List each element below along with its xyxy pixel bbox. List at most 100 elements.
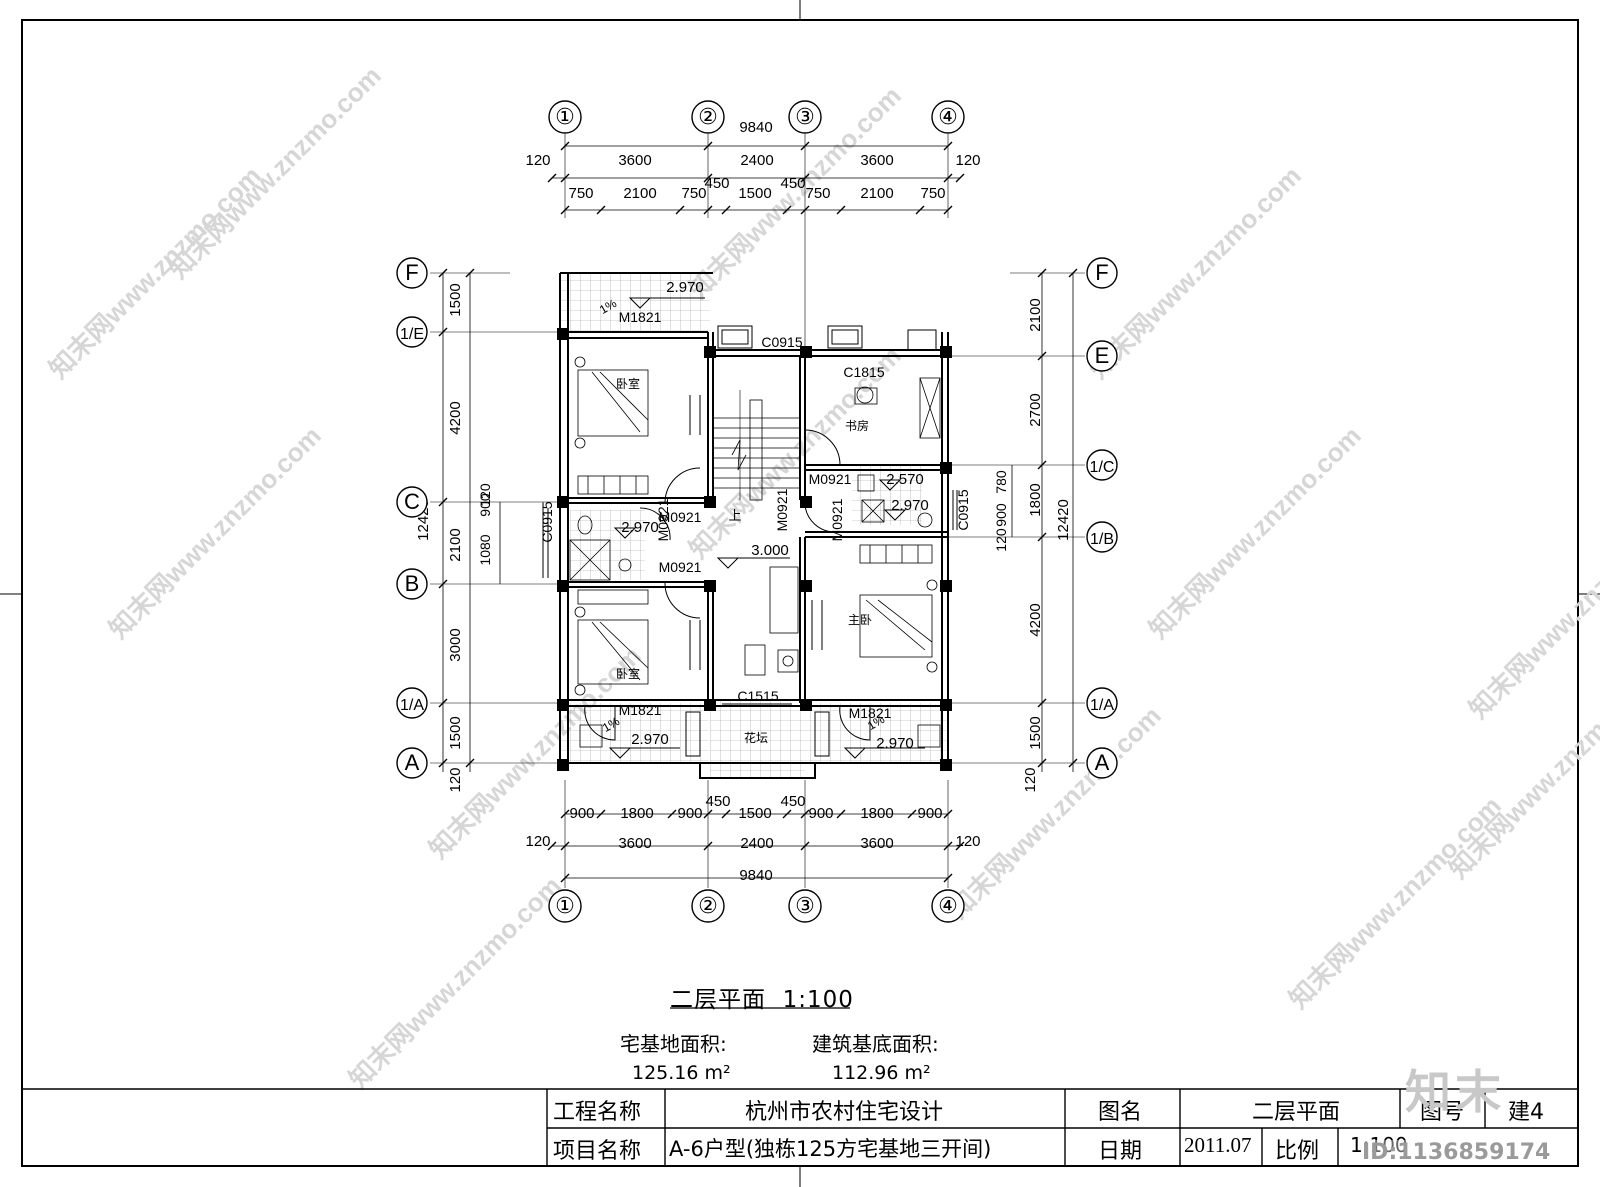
dim-bottom-detail: 1500 — [738, 805, 771, 822]
axis-bubble — [396, 486, 428, 518]
dim-right-inner: 780 — [993, 470, 1009, 494]
axis-bubble — [931, 889, 965, 923]
footprint-area-value: 112.96 m² — [832, 1062, 931, 1084]
homestead-area-value: 125.16 m² — [632, 1062, 731, 1084]
door-code: M0921 — [655, 498, 671, 541]
dim-top-detail: 2100 — [623, 185, 656, 202]
ratio-value: 1:100 — [1350, 1133, 1408, 1157]
dim-left: 3000 — [447, 628, 464, 661]
ratio-label: 比例 — [1275, 1139, 1320, 1164]
dim-left: 4200 — [447, 401, 464, 434]
door-code: M0921 — [774, 488, 790, 531]
item-name-value: A-6户型(独栋125方宅基地三开间) — [669, 1137, 992, 1161]
door-code: M0921 — [659, 559, 702, 575]
dim-bottom-detail: 450 — [780, 793, 805, 810]
drawing-scale: 1:100 — [782, 987, 854, 1013]
footprint-area-label: 建筑基底面积: — [812, 1032, 939, 1056]
drawing-no-value: 建4 — [1508, 1100, 1544, 1125]
axis-bubble — [691, 889, 725, 923]
elevation-value: 2.970 — [876, 735, 914, 752]
dim-right: 1500 — [1027, 716, 1044, 749]
watermark-text: 知末网www.znzmo.com — [943, 700, 1167, 924]
watermark-text: 知末网www.znzmo.com — [1143, 420, 1367, 644]
window-code: C1815 — [843, 364, 884, 380]
room-label: 书房 — [845, 418, 869, 433]
axis-label: C — [404, 489, 420, 514]
watermark-layer: 知末网www.znzmo.com知末网www.znzmo.com知末网www.z… — [43, 60, 1600, 1094]
axis-label: 1/E — [400, 326, 424, 343]
project-name-value: 杭州市农村住宅设计 — [745, 1100, 944, 1125]
door-code: M1821 — [619, 309, 662, 325]
dim-top-mid: 2400 — [740, 152, 773, 169]
axis-bubble — [1086, 747, 1118, 779]
watermark-text: 知末网www.znzmo.com — [1283, 790, 1507, 1014]
window-code: C1515 — [737, 688, 778, 704]
dim-top-detail: 750 — [681, 185, 706, 202]
doors — [584, 395, 871, 741]
axis-label: ③ — [795, 893, 815, 918]
dim-bottom-detail: 1800 — [860, 805, 893, 822]
dim-top-detail: 750 — [805, 185, 830, 202]
dim-left: 120 — [447, 767, 464, 792]
axis-bubble — [396, 568, 428, 600]
dim-right: 1800 — [1027, 483, 1044, 516]
dim-right-inner: 120 — [993, 528, 1009, 552]
dim-bottom-mid: 120 — [955, 833, 980, 850]
axis-bubble — [548, 100, 582, 134]
dim-left: 1500 — [447, 283, 464, 316]
stair-up-label: 上 — [728, 508, 741, 523]
dimension-ticks — [438, 141, 1078, 883]
date-value: 2011.07 — [1184, 1133, 1252, 1157]
elevation-value: 3.000 — [751, 542, 789, 559]
elevation-value: 2.970 — [666, 279, 704, 296]
bathroom-left-floor — [570, 510, 645, 580]
item-name-label: 项目名称 — [553, 1139, 642, 1164]
dim-bottom-detail: 900 — [808, 805, 833, 822]
dim-top-detail: 450 — [704, 175, 729, 192]
axis-label: B — [405, 571, 420, 596]
stair — [713, 390, 800, 501]
dim-right: 4200 — [1027, 603, 1044, 636]
axis-bubble — [1086, 687, 1118, 719]
drawing-name-label: 图名 — [1098, 1100, 1143, 1125]
dim-bottom-mid: 2400 — [740, 835, 773, 852]
axis-label: ④ — [938, 104, 958, 129]
axis-label: ① — [555, 893, 575, 918]
dim-left-inner: 1080 — [477, 534, 493, 565]
axis-bubble — [1086, 257, 1118, 289]
axis-bubble — [396, 257, 428, 289]
door-code: M0921 — [809, 471, 852, 487]
dim-right: 120 — [1022, 767, 1039, 792]
dim-right: 2100 — [1027, 298, 1044, 331]
elevation-value: 2.970 — [891, 497, 929, 514]
dim-left: 1500 — [447, 716, 464, 749]
axis-label: ② — [698, 893, 718, 918]
dim-bottom-detail: 1800 — [620, 805, 653, 822]
axis-bubble — [931, 100, 965, 134]
room-label: 卧室 — [616, 666, 640, 681]
axis-label: ④ — [938, 893, 958, 918]
dim-top-detail: 1500 — [738, 185, 771, 202]
dim-top-mid: 3600 — [618, 152, 651, 169]
dim-top-detail: 450 — [780, 175, 805, 192]
room-label: 主卧 — [848, 613, 872, 627]
door-code: M1821 — [849, 705, 892, 721]
flower-bed — [710, 700, 805, 778]
dim-bottom-detail: 450 — [705, 793, 730, 810]
windows — [542, 325, 958, 757]
axis-label: 1/A — [1090, 697, 1114, 714]
room-label: 卧室 — [616, 376, 640, 391]
dim-bottom-mid: 3600 — [618, 835, 651, 852]
drawing-name-value: 二层平面 — [1252, 1100, 1341, 1125]
dim-bottom-detail: 900 — [917, 805, 942, 822]
axis-bubble — [1086, 449, 1118, 481]
watermark-text: 知末网www.znzmo.com — [163, 60, 387, 284]
watermark-text: 知末网www.znzmo.com — [1463, 500, 1600, 724]
axis-label: 1/C — [1090, 459, 1115, 476]
dim-top-mid: 3600 — [860, 152, 893, 169]
watermark-text: 知末网www.znzmo.com — [1443, 660, 1600, 884]
drawing-title-text: 二层平面 — [670, 987, 766, 1013]
window-code: C0915 — [539, 501, 555, 542]
dim-left-inner: 900 — [477, 493, 493, 517]
